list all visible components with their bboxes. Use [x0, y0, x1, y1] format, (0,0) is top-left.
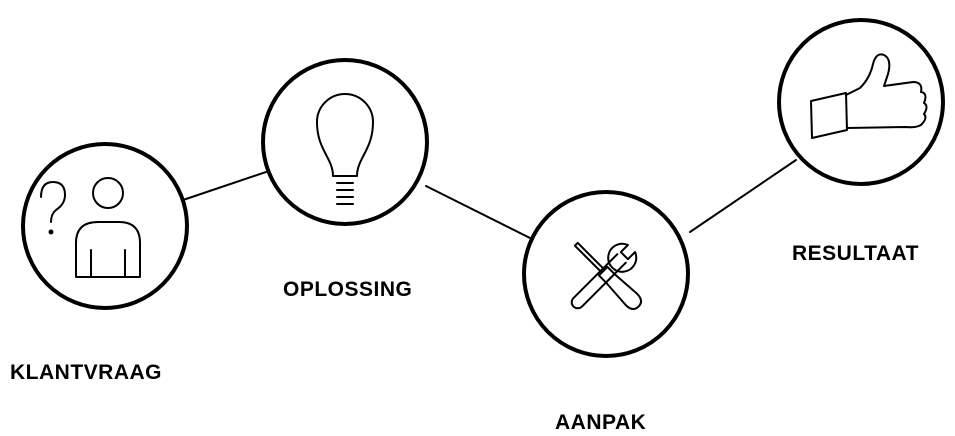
- step-circle-klantvraag: [21, 142, 189, 310]
- person-body-icon: [75, 221, 141, 278]
- person-head-icon: [92, 177, 124, 209]
- thumbs-up-icon: [810, 53, 928, 139]
- step-label-oplossing: OPLOSSING: [283, 278, 413, 301]
- connector-oplossing-aanpak: [425, 185, 531, 239]
- connector-aanpak-resultaat: [689, 159, 797, 233]
- step-circle-resultaat: [777, 18, 945, 186]
- step-label-klantvraag: KLANTVRAAG: [10, 361, 162, 384]
- person-question-icon: [40, 177, 141, 278]
- thumbs-up-hand: [845, 53, 928, 129]
- screwdriver-icon: [573, 241, 643, 311]
- wrench-screwdriver-icon: [570, 241, 643, 311]
- step-circle-oplossing: [261, 58, 429, 226]
- step-label-resultaat: RESULTAAT: [792, 242, 919, 265]
- step-circle-aanpak: [522, 190, 690, 358]
- thumbs-up-cuff: [810, 92, 848, 139]
- question-mark-dot: [48, 229, 54, 235]
- connector-klantvraag-oplossing: [182, 170, 270, 201]
- lightbulb-icon: [316, 93, 374, 205]
- lightbulb-glass: [316, 93, 374, 177]
- wrench-icon: [570, 242, 638, 310]
- step-label-aanpak: AANPAK: [555, 411, 647, 434]
- question-mark-icon: [40, 181, 66, 223]
